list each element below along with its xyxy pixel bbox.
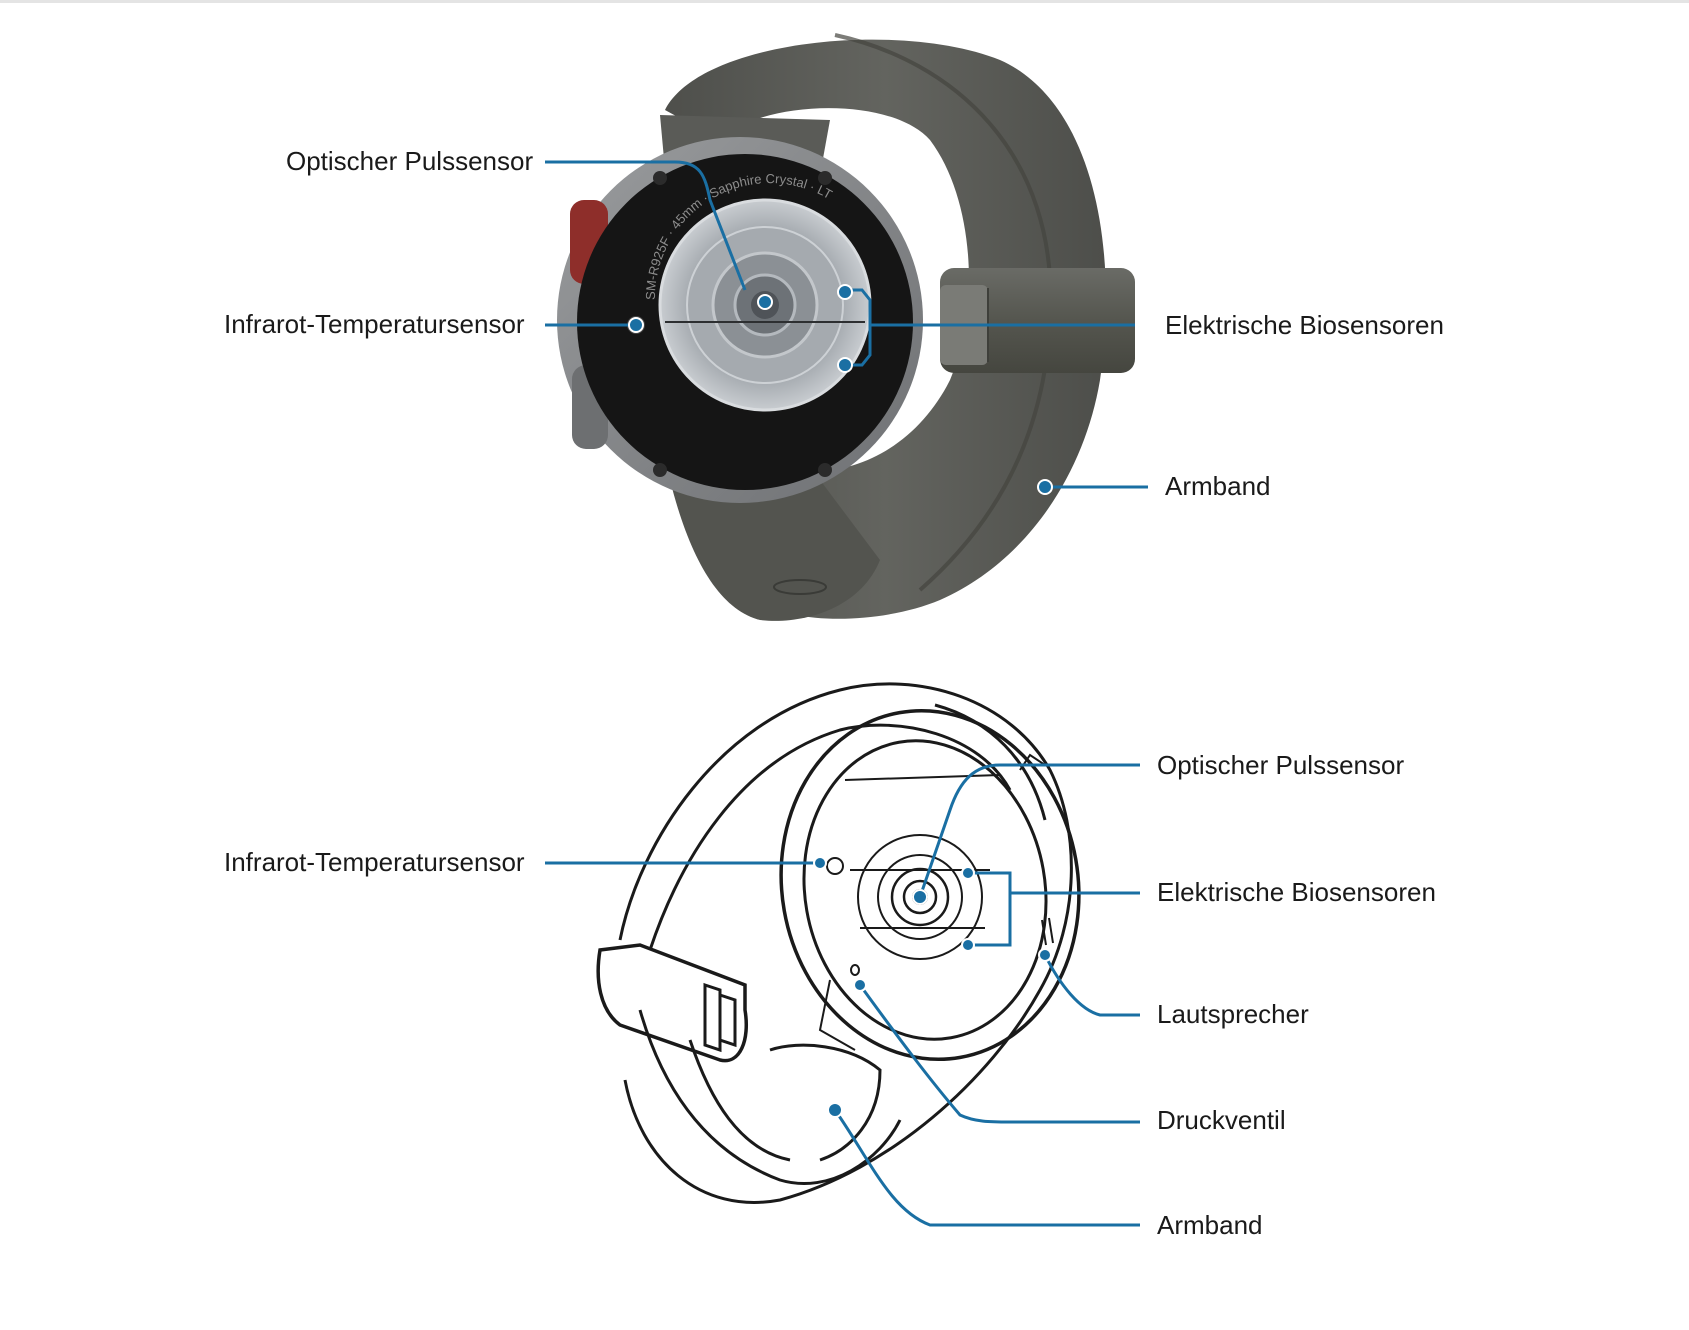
top-leader-lines bbox=[545, 160, 1148, 489]
bottom-infrared-sensor bbox=[826, 857, 844, 875]
top-band-loop bbox=[665, 39, 1106, 619]
label-bottom-infrared-temp-sensor: Infrarot-Temperatursensor bbox=[224, 847, 525, 877]
bottom-band-inner bbox=[648, 723, 1012, 951]
label-top-optical-pulse-sensor: Optischer Pulssensor bbox=[286, 146, 534, 176]
bottom-band-outer bbox=[618, 682, 1073, 1204]
leader-top-optical bbox=[545, 160, 747, 291]
label-bottom-band: Armband bbox=[1157, 1210, 1263, 1240]
label-top-infrared-temp-sensor: Infrarot-Temperatursensor bbox=[224, 309, 525, 339]
leader-bottom-speaker bbox=[1043, 954, 1140, 1017]
bottom-watch bbox=[596, 682, 1081, 1204]
label-bottom-optical-pulse-sensor: Optischer Pulssensor bbox=[1157, 750, 1405, 780]
leader-bottom-band bbox=[833, 1109, 1140, 1227]
bottom-case-back bbox=[802, 739, 1048, 1041]
label-bottom-pressure-valve: Druckventil bbox=[1157, 1105, 1286, 1135]
bottom-leader-lines bbox=[545, 763, 1140, 1227]
bottom-clasp bbox=[596, 943, 748, 1063]
label-top-electric-biosensors: Elektrische Biosensoren bbox=[1165, 310, 1444, 340]
bottom-case-outer bbox=[779, 709, 1081, 1061]
top-watch: SM-R925F · 45mm · Sapphire Crystal · LTE… bbox=[0, 0, 1135, 621]
bottom-sensor-ring-1 bbox=[857, 834, 983, 960]
label-top-band: Armband bbox=[1165, 471, 1271, 501]
top-leader-dots bbox=[628, 284, 1053, 495]
bottom-band-bottom bbox=[638, 1009, 902, 1186]
leader-bottom-optical bbox=[918, 763, 1140, 898]
top-band-lower-strap bbox=[670, 480, 880, 621]
bottom-leader-dots bbox=[813, 856, 1052, 1118]
leader-bottom-valve bbox=[858, 984, 1140, 1124]
leader-top-bio-bracket bbox=[845, 288, 872, 367]
label-bottom-electric-biosensors: Elektrische Biosensoren bbox=[1157, 877, 1436, 907]
label-bottom-speaker: Lautsprecher bbox=[1157, 999, 1309, 1029]
top-divider bbox=[0, 0, 1689, 3]
leader-bottom-bio-bracket bbox=[968, 871, 1012, 947]
